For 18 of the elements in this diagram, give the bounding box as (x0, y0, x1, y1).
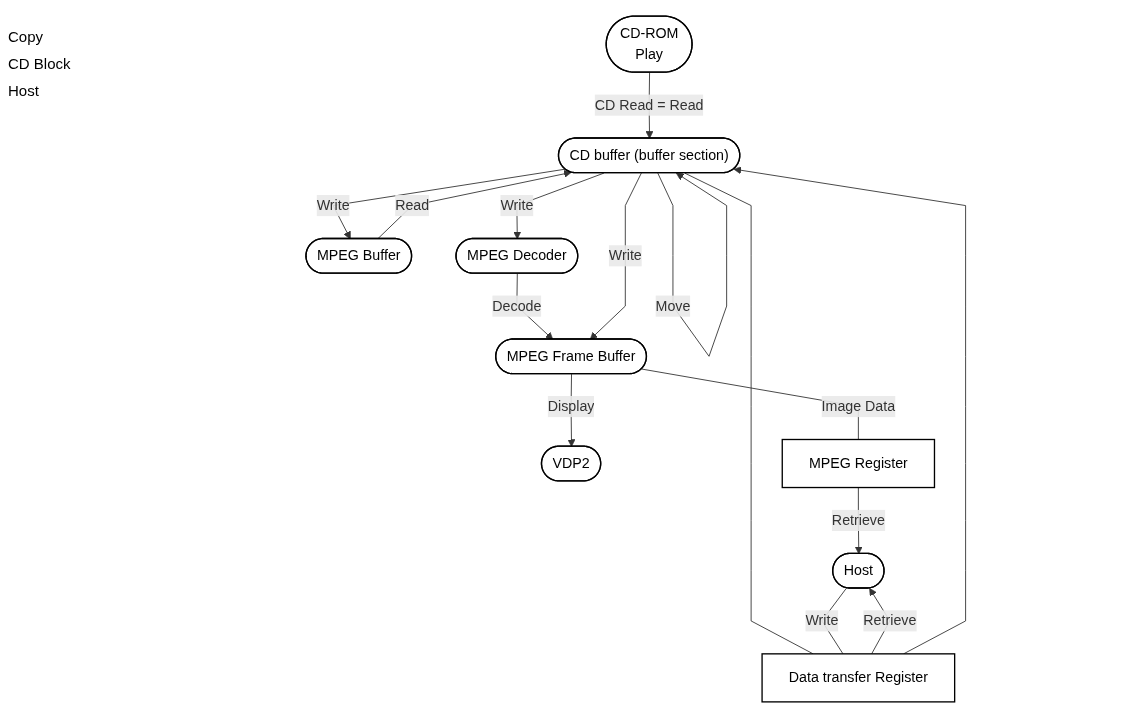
edge-label: Retrieve (832, 511, 886, 528)
edge-label: CD Read = Read (594, 96, 704, 112)
edge-label: Read (395, 197, 430, 213)
edge-label: Write (805, 612, 839, 628)
edge-label: Decode (492, 297, 542, 313)
section-label: Copy (8, 28, 45, 45)
connector (684, 172, 814, 654)
edge-label: Image Data (821, 398, 896, 414)
node-box: MPEG Register (781, 438, 936, 488)
edge-label: Move (655, 297, 691, 313)
edge-label: Write (500, 197, 534, 213)
node-box: Data transfer Register (761, 652, 956, 703)
section-label: CD Block (8, 55, 72, 72)
edge-label: Write (609, 247, 642, 263)
edge-label: Write (316, 197, 350, 213)
section-label: Host (8, 82, 40, 99)
edge-label: Display (547, 398, 595, 414)
edge-label: Retrieve (863, 612, 917, 628)
